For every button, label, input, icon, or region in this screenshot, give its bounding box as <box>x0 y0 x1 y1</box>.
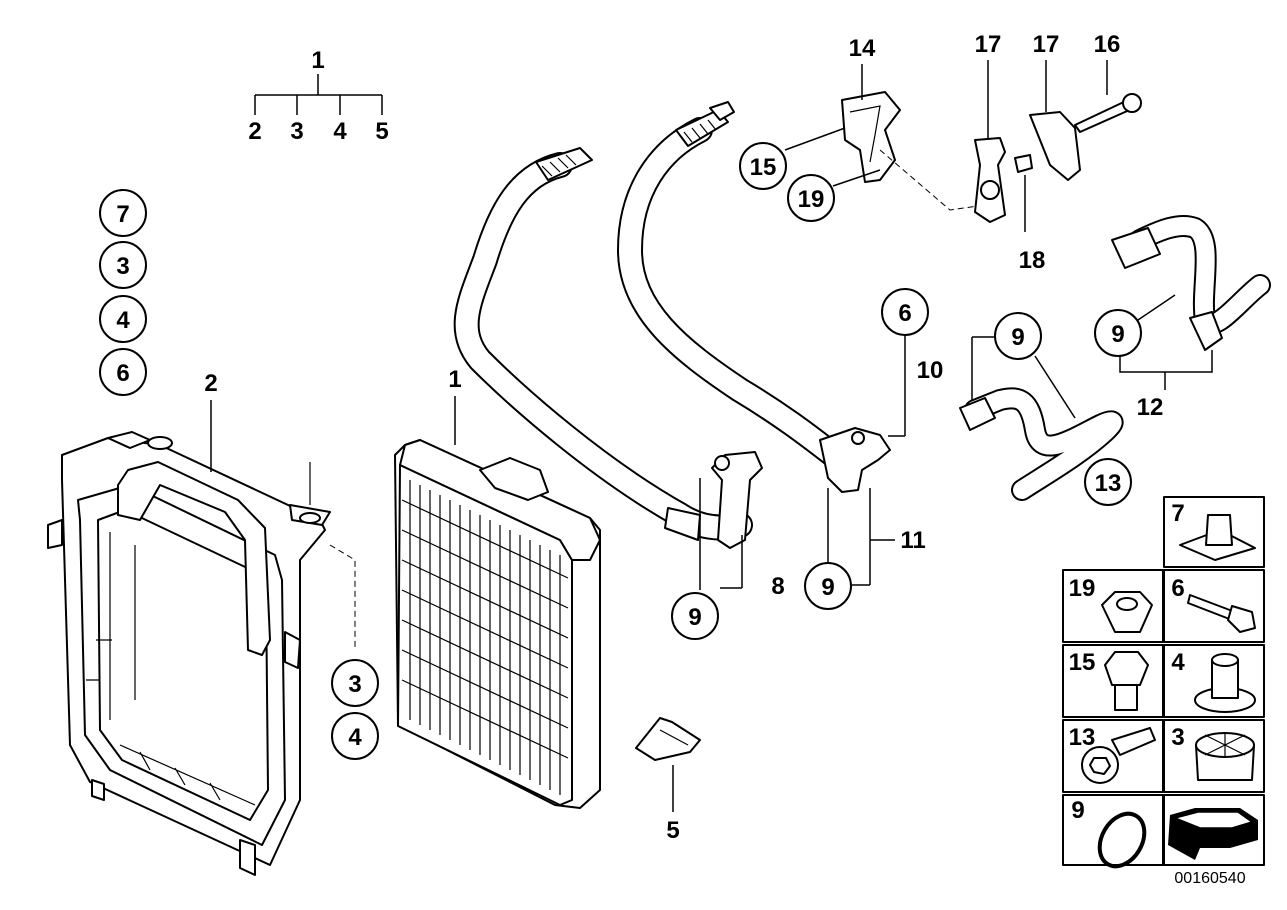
bubble-6: 6 <box>116 360 129 387</box>
hose-8 <box>453 147 763 549</box>
legend-num-9: 9 <box>1071 797 1084 824</box>
bubble-7: 7 <box>116 201 129 228</box>
radiator-shroud <box>47 431 356 876</box>
bubble-9-hose11: 9 <box>821 574 834 601</box>
legend-num-19: 19 <box>1069 575 1096 602</box>
arrow-icon <box>1168 808 1258 860</box>
callout-16: 16 <box>1094 31 1121 58</box>
bracket-part <box>635 717 701 761</box>
callout-17a: 17 <box>975 31 1002 58</box>
callout-3: 3 <box>290 118 303 145</box>
callout-4: 4 <box>333 118 347 145</box>
clip-assembly <box>841 91 901 183</box>
legend-num-3: 3 <box>1171 724 1184 751</box>
hardware-legend: 7 19 6 15 4 13 <box>1062 496 1265 869</box>
bubble-6-hose: 6 <box>898 300 911 327</box>
diagram-id: 00160540 <box>1174 870 1245 887</box>
bubble-15: 15 <box>750 154 777 181</box>
radiator-core <box>394 439 601 809</box>
bubble-4-lower: 4 <box>348 724 362 751</box>
socket-screw-icon <box>1081 727 1156 784</box>
callout-2: 2 <box>248 118 261 145</box>
hex-nut-icon <box>1101 591 1153 633</box>
legend-num-6: 6 <box>1171 575 1184 602</box>
bubble-3: 3 <box>116 253 129 280</box>
bubble-9-hose8: 9 <box>688 604 701 631</box>
grommet-icon <box>1195 732 1255 781</box>
bubble-9-hose12: 9 <box>1111 321 1124 348</box>
hose-12 <box>1111 214 1271 351</box>
mount-bracket <box>974 93 1142 223</box>
callout-17b: 17 <box>1033 31 1060 58</box>
bubble-column: 7 3 4 6 <box>99 189 147 396</box>
callout-5: 5 <box>375 118 388 145</box>
legend-num-13: 13 <box>1069 724 1096 751</box>
callout-12: 12 <box>1137 394 1164 421</box>
clip-nut-icon <box>1179 514 1256 561</box>
callout-10: 10 <box>917 357 944 384</box>
flange-bolt-icon <box>1104 651 1149 711</box>
legend-num-4: 4 <box>1171 649 1185 676</box>
callout-11: 11 <box>900 527 925 554</box>
bubble-3-lower: 3 <box>348 671 361 698</box>
legend-num-15: 15 <box>1069 649 1096 676</box>
callout-14: 14 <box>849 35 876 62</box>
callout-5-bracket: 5 <box>666 817 679 844</box>
hose-10 <box>959 387 1124 501</box>
callout-18: 18 <box>1019 247 1046 274</box>
bubble-9-hose10: 9 <box>1011 324 1024 351</box>
legend-num-7: 7 <box>1171 500 1184 527</box>
bubble-19: 19 <box>798 186 825 213</box>
callout-1-radiator: 1 <box>448 366 461 393</box>
hex-bolt-icon <box>1187 594 1256 633</box>
callout-1-top: 1 <box>311 47 324 74</box>
callout-8: 8 <box>771 573 784 600</box>
o-ring-icon <box>1097 811 1147 869</box>
index-tree: 1 2 3 4 5 <box>248 47 388 145</box>
callout-2-shroud: 2 <box>204 370 217 397</box>
bubble-4: 4 <box>116 307 130 334</box>
bubble-13: 13 <box>1095 470 1122 497</box>
rubber-mount-icon <box>1194 653 1256 713</box>
hose-11 <box>616 101 891 493</box>
